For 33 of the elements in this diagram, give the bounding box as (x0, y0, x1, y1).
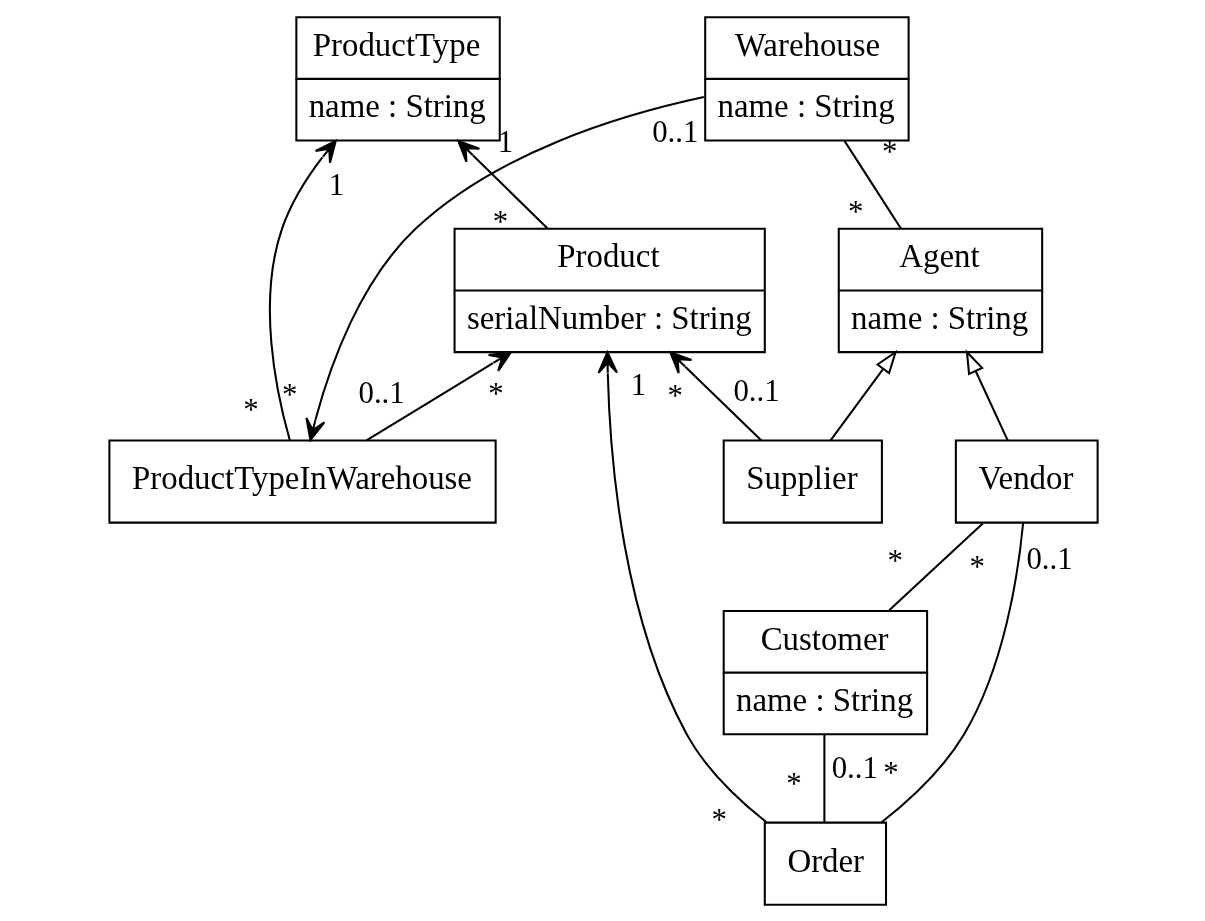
label: * (886, 543, 903, 578)
connector (822, 733, 825, 823)
arrow (829, 349, 897, 441)
label: 0..1 (1025, 541, 1073, 576)
label: * (785, 766, 802, 801)
arrow (668, 350, 762, 441)
label: * (666, 378, 683, 413)
label: * (882, 755, 899, 790)
node-box: Order (763, 821, 887, 906)
node-box: ProductTypeInWarehouse (107, 438, 497, 524)
connector (888, 522, 984, 611)
label: * (281, 377, 297, 412)
label: * (968, 549, 985, 584)
arrow (268, 139, 337, 440)
label: * (487, 376, 504, 411)
arrow (304, 95, 704, 441)
node-box: Vendor (954, 438, 1099, 524)
connector (843, 139, 902, 229)
arrow (456, 139, 548, 229)
label: 1 (630, 367, 646, 402)
label: 0..1 (651, 114, 698, 149)
arrow (365, 350, 512, 441)
label: 0..1 (831, 750, 878, 785)
label: 1 (328, 167, 344, 202)
arrow (965, 348, 1009, 441)
arrow (597, 350, 767, 823)
label: * (242, 392, 259, 427)
label: 0..1 (358, 375, 405, 410)
connector (880, 522, 1024, 823)
label: * (847, 194, 863, 229)
node-box: Supplier (722, 438, 883, 524)
label: * (710, 802, 727, 837)
label: 0..1 (732, 373, 780, 408)
